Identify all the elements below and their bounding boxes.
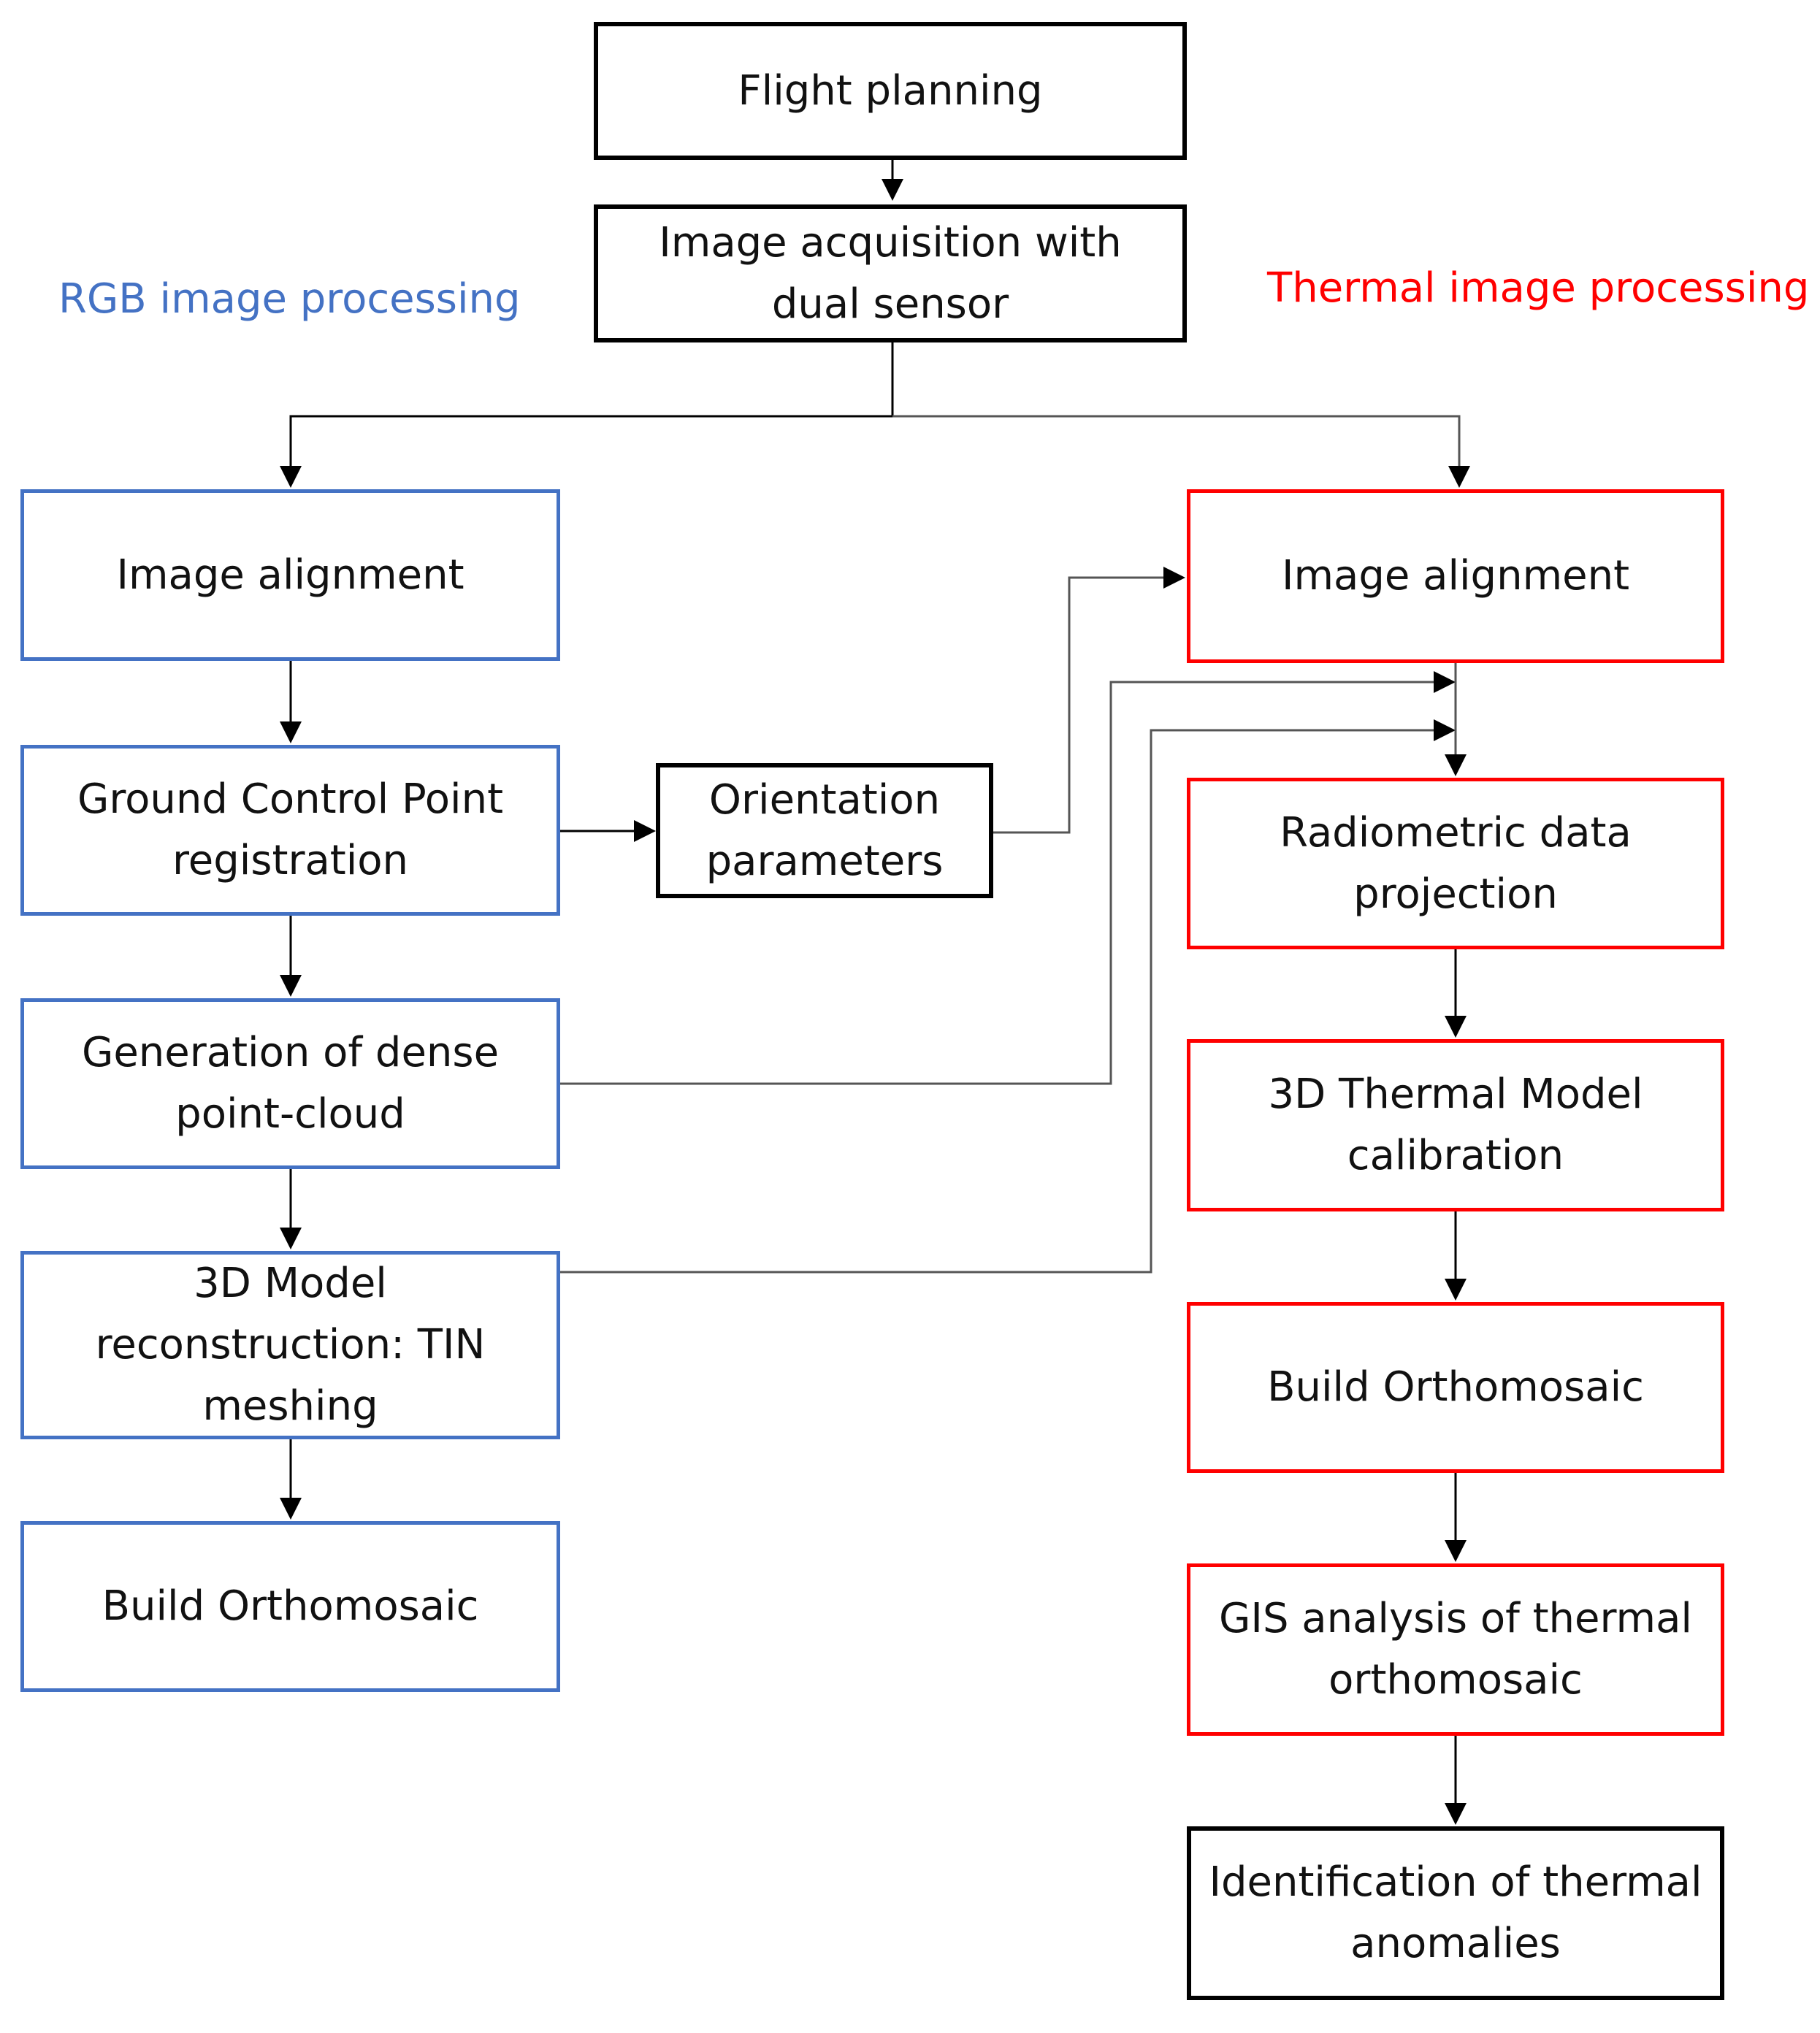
gis-analysis-box: GIS analysis of thermal orthomosaic: [1187, 1563, 1724, 1736]
thermal-image-alignment-label: Image alignment: [1281, 552, 1630, 600]
model-reconstruction-box: 3D Model reconstruction: TIN meshing: [20, 1251, 560, 1439]
identification-label: Identification of thermal anomalies: [1209, 1858, 1702, 1967]
thermal-model-calibration-label: 3D Thermal Model calibration: [1268, 1071, 1643, 1179]
rgb-image-alignment-box: Image alignment: [20, 489, 560, 661]
radiometric-projection-label: Radiometric data projection: [1280, 808, 1632, 918]
dense-point-cloud-box: Generation of dense point-cloud: [20, 998, 560, 1169]
arrow-orientation-to-thermal-alignment: [993, 567, 1185, 834]
thermal-section-label: Thermal image processing: [1267, 264, 1810, 312]
flight-planning-box: Flight planning: [594, 22, 1187, 160]
thermal-build-orthomosaic-box: Build Orthomosaic: [1187, 1302, 1724, 1473]
rgb-section-label: RGB image processing: [58, 275, 521, 323]
arrow-acquisition-to-thermal: [892, 415, 1470, 488]
image-acquisition-label: Image acquisition with dual sensor: [659, 218, 1122, 328]
orientation-parameters-box: Orientation parameters: [656, 763, 993, 898]
arrow-acquisition-to-rgb: [280, 415, 892, 488]
arrow-model-to-thermal: [560, 719, 1456, 1274]
gcp-registration-box: Ground Control Point registration: [20, 745, 560, 916]
flight-planning-label: Flight planning: [738, 66, 1043, 115]
thermal-model-calibration-box: 3D Thermal Model calibration: [1187, 1039, 1724, 1211]
arrow-dense-cloud-to-thermal: [560, 671, 1456, 1085]
rgb-build-orthomosaic-label: Build Orthomosaic: [102, 1582, 479, 1630]
orientation-parameters-label: Orientation parameters: [706, 776, 944, 885]
image-acquisition-box: Image acquisition with dual sensor: [594, 204, 1187, 342]
radiometric-projection-box: Radiometric data projection: [1187, 778, 1724, 949]
dense-point-cloud-label: Generation of dense point-cloud: [81, 1029, 500, 1138]
gcp-registration-label: Ground Control Point registration: [77, 776, 504, 884]
thermal-build-orthomosaic-label: Build Orthomosaic: [1267, 1363, 1644, 1411]
rgb-build-orthomosaic-box: Build Orthomosaic: [20, 1521, 560, 1692]
thermal-image-alignment-box: Image alignment: [1187, 489, 1724, 663]
rgb-image-alignment-label: Image alignment: [116, 551, 464, 599]
model-reconstruction-label: 3D Model reconstruction: TIN meshing: [95, 1260, 486, 1430]
gis-analysis-label: GIS analysis of thermal orthomosaic: [1219, 1595, 1692, 1704]
identification-box: Identification of thermal anomalies: [1187, 1826, 1724, 2000]
